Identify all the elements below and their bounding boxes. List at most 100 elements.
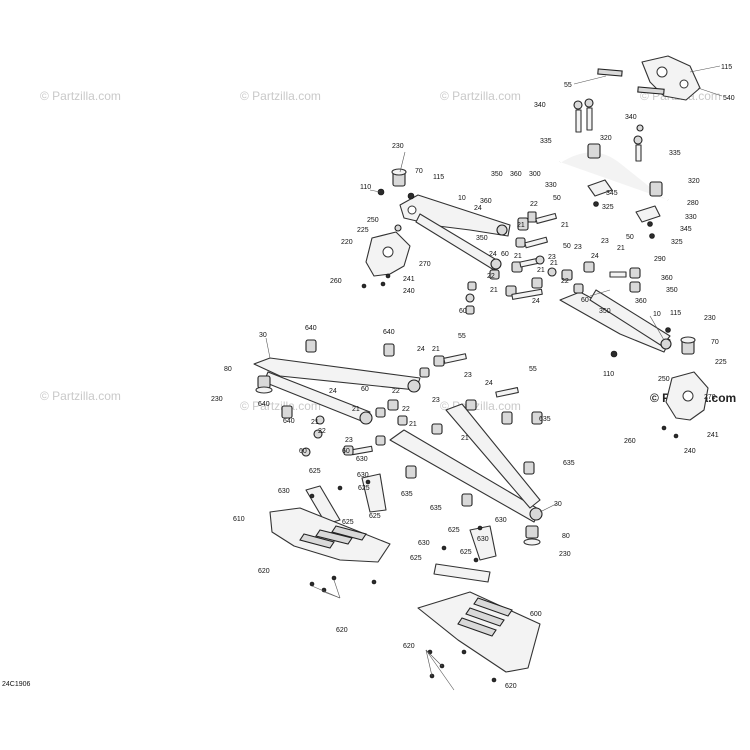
callout-22: 22 [530,201,538,208]
stabilizer-bracket [597,55,701,101]
callout-241: 241 [707,432,719,439]
callout-115: 115 [721,64,732,71]
callout-320: 320 [600,135,612,142]
lower-arm-hardware-left [301,353,543,479]
callout-350: 350 [476,235,488,242]
callout-80: 80 [562,533,570,540]
watermark-text: © Partzilla.com [440,89,521,103]
callout-21: 21 [461,435,469,442]
callout-22: 22 [318,428,326,435]
callout-24: 24 [329,388,337,395]
callout-23: 23 [432,397,440,404]
callout-325: 325 [671,239,683,246]
callout-60: 60 [299,448,307,455]
callout-620: 620 [258,568,270,575]
callout-50: 50 [626,234,634,241]
callout-635: 635 [539,416,551,423]
callout-115: 115 [670,310,681,317]
callout-260: 260 [330,278,342,285]
callout-625: 625 [309,468,321,475]
upper-a-arm-right [559,261,672,353]
callout-360: 360 [661,275,673,282]
callout-115: 115 [433,174,444,181]
callout-630: 630 [477,536,489,543]
callout-60: 60 [581,297,589,304]
callout-640: 640 [383,329,395,336]
callout-labels: 115 55 540 340 340 335 320 335 330 345 3… [211,64,735,690]
callout-345: 345 [680,226,692,233]
callout-23: 23 [345,437,353,444]
callout-540: 540 [723,95,735,102]
callout-280: 280 [687,200,699,207]
lower-a-arm-right [389,403,543,546]
callout-635: 635 [430,505,442,512]
callout-270: 270 [419,261,431,268]
callout-50: 50 [553,195,561,202]
callout-60: 60 [361,386,369,393]
stabilizer-links [573,98,644,162]
watermark-text: © Partzilla.com [240,399,321,413]
callout-640: 640 [258,401,270,408]
callout-21: 21 [490,287,498,294]
callout-350: 350 [666,287,678,294]
callout-21: 21 [550,260,558,267]
callout-80: 80 [224,366,232,373]
callout-625: 625 [342,519,354,526]
callout-30: 30 [259,332,267,339]
callout-21: 21 [409,421,417,428]
callout-60: 60 [501,251,509,258]
callout-22: 22 [392,388,400,395]
callout-335: 335 [669,150,681,157]
skid-plate-right [417,591,541,683]
callout-640: 640 [283,418,295,425]
callout-335: 335 [540,138,552,145]
knuckle-right [610,327,709,439]
callout-240: 240 [684,448,696,455]
callout-21: 21 [514,253,522,260]
callout-50: 50 [563,243,571,250]
callout-620: 620 [336,627,348,634]
callout-225: 225 [357,227,369,234]
callout-10: 10 [458,195,466,202]
callout-630: 630 [278,488,290,495]
callout-620: 620 [505,683,517,690]
callout-21: 21 [617,245,625,252]
leader-lines [265,65,723,691]
callout-610: 610 [233,516,245,523]
callout-625: 625 [410,555,422,562]
callout-230: 230 [392,143,404,150]
callout-270: 270 [704,394,716,401]
callout-625: 625 [358,485,370,492]
callout-630: 630 [356,456,368,463]
callout-620: 620 [403,643,415,650]
skid-plate-left [269,507,391,593]
callout-21: 21 [432,346,440,353]
callout-345: 345 [606,190,618,197]
callout-23: 23 [548,254,556,261]
callout-23: 23 [601,238,609,245]
callout-360: 360 [635,298,647,305]
upper-a-arm-left [399,194,511,271]
callout-60: 60 [342,448,350,455]
callout-10: 10 [653,311,661,318]
callout-230: 230 [559,551,571,558]
callout-22: 22 [487,273,495,280]
callout-225: 225 [715,359,727,366]
callout-24: 24 [417,346,425,353]
callout-24: 24 [485,380,493,387]
callout-330: 330 [545,182,557,189]
callout-250: 250 [658,376,670,383]
callout-55: 55 [564,82,572,89]
callout-635: 635 [401,491,413,498]
callout-23: 23 [574,244,582,251]
callout-30: 30 [554,501,562,508]
callout-24: 24 [474,205,482,212]
callout-625: 625 [448,527,460,534]
callout-320: 320 [688,178,700,185]
arm-hardware-upper [465,211,557,315]
callout-60: 60 [459,308,467,315]
knuckle-left [361,168,415,289]
callout-21: 21 [537,267,545,274]
callout-22: 22 [561,278,569,285]
